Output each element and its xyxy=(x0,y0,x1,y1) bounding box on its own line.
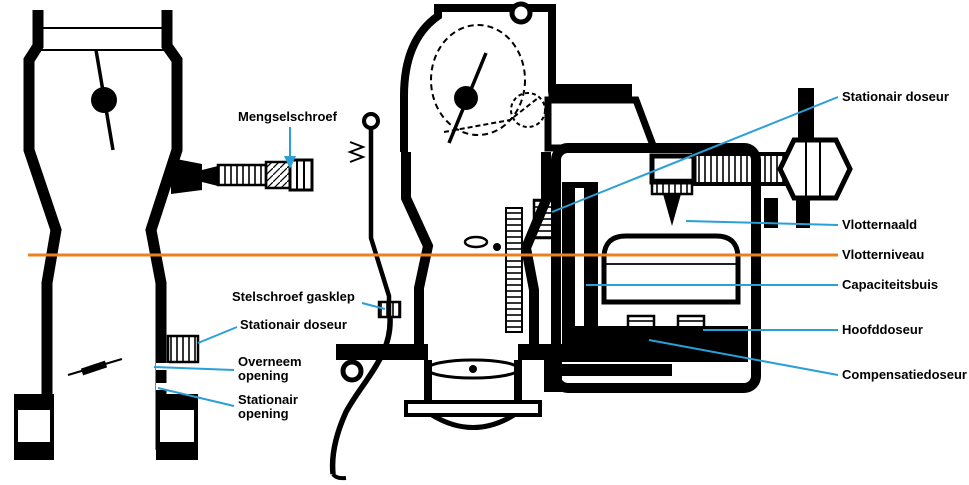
outlet-curve xyxy=(430,412,516,430)
chamber-cover xyxy=(544,96,660,152)
float-chamber xyxy=(544,84,853,393)
choke-plate xyxy=(447,52,488,144)
bore-gap xyxy=(428,344,518,360)
venturi-right-wall xyxy=(520,152,551,344)
idle-opening xyxy=(156,383,169,390)
leader-stationair-opening xyxy=(157,387,235,407)
mengselschroef-arrowhead xyxy=(284,156,296,169)
mixture-screw-tip xyxy=(202,166,218,186)
throttle-shaft-left xyxy=(91,87,117,113)
foot-left xyxy=(16,442,52,458)
link-spring xyxy=(347,141,366,163)
capacity-tube-bore xyxy=(575,188,584,326)
label-mengselschroef: Mengselschroef xyxy=(238,109,337,124)
link-rod-eye xyxy=(362,112,380,130)
left-carb-right-wall xyxy=(145,10,183,450)
throttle-shaft-center xyxy=(469,365,477,373)
label-vlotternaald: Vlotternaald xyxy=(842,217,918,232)
air-horn xyxy=(400,4,562,153)
mixture-screw-head xyxy=(288,158,314,192)
leader-stationair-doseur-right xyxy=(551,96,839,213)
emulsion-well xyxy=(505,207,523,333)
choke-plate-hidden xyxy=(430,24,526,136)
idle-jet-left-carb xyxy=(166,334,200,364)
cover-cap xyxy=(556,84,632,100)
leader-compensatiedoseur xyxy=(648,339,839,376)
air-horn-ring xyxy=(509,1,533,25)
choke-link-hidden xyxy=(443,97,539,133)
label-vlotterniveau: Vlotterniveau xyxy=(842,247,925,262)
left-carb-left-wall xyxy=(23,10,62,450)
leader-vlotternaald xyxy=(685,220,839,226)
label-stationair-doseur-left: Stationair doseur xyxy=(240,317,347,332)
flange-right-top xyxy=(158,396,196,410)
flange-bolt-hole xyxy=(340,359,364,383)
throttle-lever-foot xyxy=(331,472,347,481)
compensation-jet xyxy=(626,314,656,358)
flange-left-top xyxy=(16,396,52,410)
banjo-bolt-thread xyxy=(692,152,792,186)
discharge-nozzle xyxy=(463,235,489,249)
center-carburetor xyxy=(329,1,568,481)
label-overneem-opening: Overneem opening xyxy=(238,354,302,384)
float xyxy=(601,233,741,305)
inlet-nipple-2 xyxy=(796,198,810,228)
label-hoofddoseur: Hoofddoseur xyxy=(842,322,923,337)
mixture-screw-thread xyxy=(216,163,268,187)
label-capaciteitsbuis: Capaciteitsbuis xyxy=(842,277,939,292)
inlet-nipple-1 xyxy=(764,198,778,228)
mixture-screw-boss xyxy=(171,158,202,194)
label-stationair-opening: Stationair opening xyxy=(238,392,298,422)
leader-stelschroef xyxy=(361,302,386,310)
needle-seat xyxy=(650,178,694,196)
throttle-lever xyxy=(329,317,393,475)
outlet-flange xyxy=(404,400,542,417)
leader-overneem-opening xyxy=(153,366,235,371)
foot-right xyxy=(158,442,196,458)
float-needle xyxy=(663,194,681,226)
mixture-screw-spring xyxy=(264,160,292,190)
label-compensatiedoseur: Compensatiedoseur xyxy=(842,367,967,382)
banjo-bolt-hex xyxy=(777,137,853,201)
passage-bottom xyxy=(562,364,672,376)
leader-lines xyxy=(153,96,839,407)
leader-stationair-doseur-left xyxy=(197,326,238,344)
label-stationair-doseur-right: Stationair doseur xyxy=(842,89,949,104)
inlet-stub-top xyxy=(798,88,814,140)
label-stelschroef-gasklep: Stelschroef gasklep xyxy=(232,289,355,304)
venturi-left-wall xyxy=(401,152,434,344)
link-rod xyxy=(368,128,392,316)
passage-down xyxy=(544,344,562,392)
idle-screw-body xyxy=(80,360,108,376)
nozzle-dot xyxy=(493,243,501,251)
left-carburetor xyxy=(14,10,314,460)
throttle-stop-screw xyxy=(377,300,402,319)
